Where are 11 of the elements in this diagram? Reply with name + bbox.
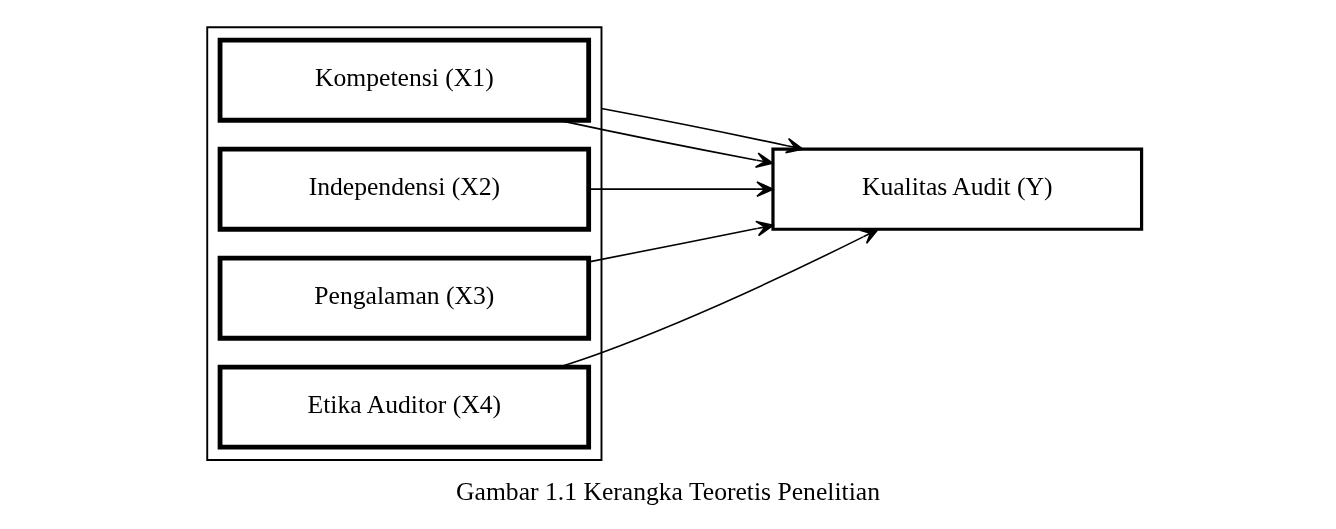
arrow [600,107,804,154]
node-box: Kompetensi (X1) [217,37,592,123]
arrow [588,181,774,198]
caption: Gambar 1.1 Kerangka Teoretis Penelitian [456,476,880,506]
arrow [558,119,774,169]
node-box: Independensi (X2) [217,146,592,232]
arrow [588,220,774,263]
node-box: Kualitas Audit (Y) [771,147,1144,231]
node-box: Pengalaman (X3) [217,255,592,341]
node-box: Etika Auditor (X4) [217,364,592,450]
cluster [206,26,603,461]
